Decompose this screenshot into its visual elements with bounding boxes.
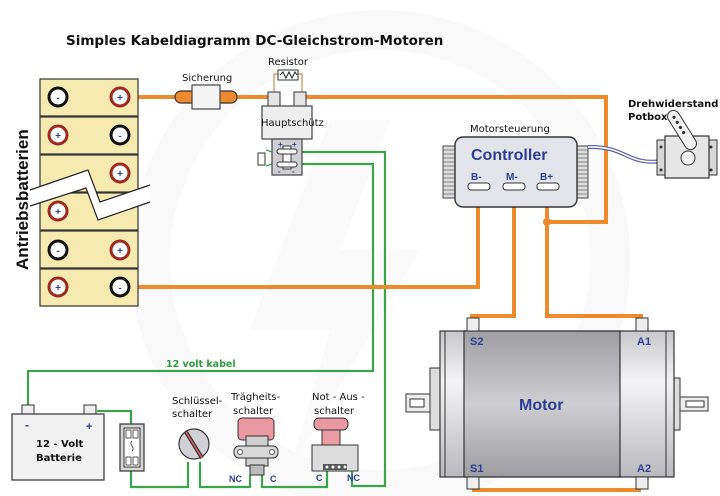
potbox [656, 109, 718, 179]
emergency-switch-label-line1: Not - Aus - [312, 392, 365, 403]
fuse [174, 84, 238, 110]
svg-text:+: + [55, 283, 61, 294]
svg-text:+: + [117, 169, 123, 180]
battery-terminals: - + + - + + - + + - [47, 86, 131, 298]
emergency-switch-c: C [316, 473, 323, 483]
terminal-b-plus: B+ [540, 172, 553, 183]
key-switch [178, 428, 210, 460]
aux-battery: - + [11, 404, 105, 481]
svg-text:+: + [292, 140, 297, 149]
inertia-switch-label-line2: schalter [233, 406, 274, 417]
contactor-label: Hauptschütz [261, 118, 324, 129]
potbox-label-line2: Potbox [628, 112, 668, 123]
wire-junction [543, 218, 551, 226]
battery-plus-terminal: + [109, 162, 131, 184]
battery-plus-terminal: + [47, 200, 69, 222]
svg-text:+: + [86, 421, 92, 433]
svg-text:+: + [117, 246, 123, 257]
main-contactor: + + - - [257, 91, 313, 176]
svg-text:-: - [292, 167, 295, 176]
svg-text:-: - [56, 93, 59, 104]
battery-plus-terminal: + [47, 276, 69, 298]
key-switch-label-line2: schalter [172, 409, 213, 420]
motor-terminal-a1: A1 [637, 336, 651, 348]
motor-controller [442, 136, 589, 208]
cable-label: 12 volt kabel [166, 359, 236, 370]
svg-text:-: - [118, 283, 121, 294]
aux-battery-label-line2: Batterie [36, 453, 82, 464]
controller-caption: Motorsteuerung [470, 124, 550, 135]
svg-text:-: - [278, 167, 281, 176]
inertia-switch [233, 417, 279, 476]
emergency-switch-label-line2: schalter [314, 406, 355, 417]
svg-text:-: - [118, 131, 121, 142]
fuse-label: Sicherung [182, 73, 232, 84]
break-marker [30, 170, 150, 220]
svg-text:+: + [278, 140, 283, 149]
emergency-switch-nc: NC [347, 473, 360, 483]
break-lines [29, 169, 151, 221]
battery-plus-terminal: + [109, 86, 131, 108]
battery-minus-terminal: - [109, 276, 131, 298]
svg-text:+: + [55, 207, 61, 218]
battery-plus-terminal: + [109, 239, 131, 261]
svg-text:+: + [55, 131, 61, 142]
motor-terminal-s1: S1 [470, 463, 483, 475]
controller-title: Controller [471, 147, 547, 164]
motor-terminal-a2: A2 [637, 463, 651, 475]
control-wires [26, 149, 387, 489]
resistor [273, 69, 303, 93]
svg-text:+: + [117, 93, 123, 104]
battery-pack-label: Antriebsbatterien [13, 129, 32, 270]
svg-text:-: - [25, 418, 29, 432]
battery-minus-terminal: - [47, 86, 69, 108]
potbox-label-line1: Drehwiderstand [628, 99, 718, 110]
background-watermark [130, 10, 630, 496]
inertia-switch-c: C [270, 474, 277, 484]
aux-battery-label-line1: 12 - Volt [36, 439, 84, 450]
emergency-stop-switch [311, 417, 359, 472]
battery-minus-terminal: - [47, 239, 69, 261]
battery-plus-terminal: + [47, 124, 69, 146]
inertia-switch-nc: NC [229, 474, 242, 484]
key-switch-label-line1: Schlüssel- [172, 396, 223, 407]
svg-text:-: - [56, 246, 59, 257]
terminal-b-minus: B- [471, 172, 482, 183]
battery-minus-terminal: - [109, 124, 131, 146]
diagram-title: Simples Kabeldiagramm DC-Gleichstrom-Mot… [66, 33, 443, 49]
resistor-label: Resistor [268, 57, 309, 68]
inertia-switch-label-line1: Trägheits- [230, 392, 281, 403]
motor-terminal-s2: S2 [470, 336, 483, 348]
control-fuse-holder [119, 423, 145, 472]
motor-label: Motor [519, 397, 563, 414]
terminal-m-minus: M- [506, 172, 518, 183]
dc-motor [405, 317, 709, 490]
